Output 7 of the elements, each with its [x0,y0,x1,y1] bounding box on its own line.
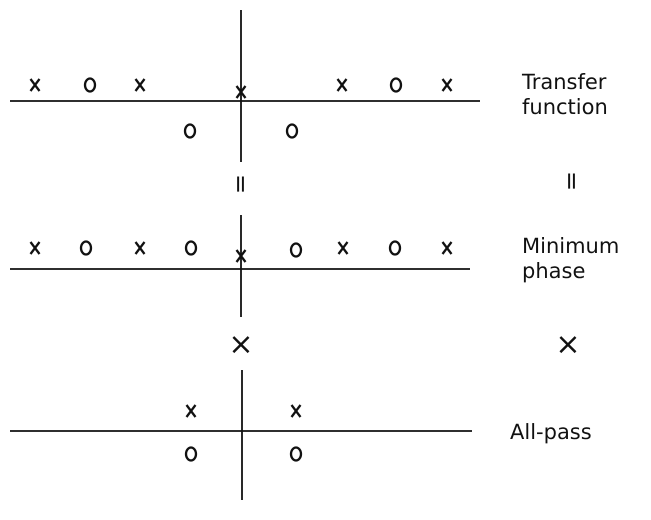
multiply-sign: × [555,330,581,360]
multiply-sign: × [228,330,254,360]
plot-title: Transfer function [522,70,609,120]
equals-sign: = [229,174,253,194]
plot-title: Minimum phase [522,234,620,284]
plot-title: All-pass [510,420,593,446]
equals-sign: = [560,170,584,192]
